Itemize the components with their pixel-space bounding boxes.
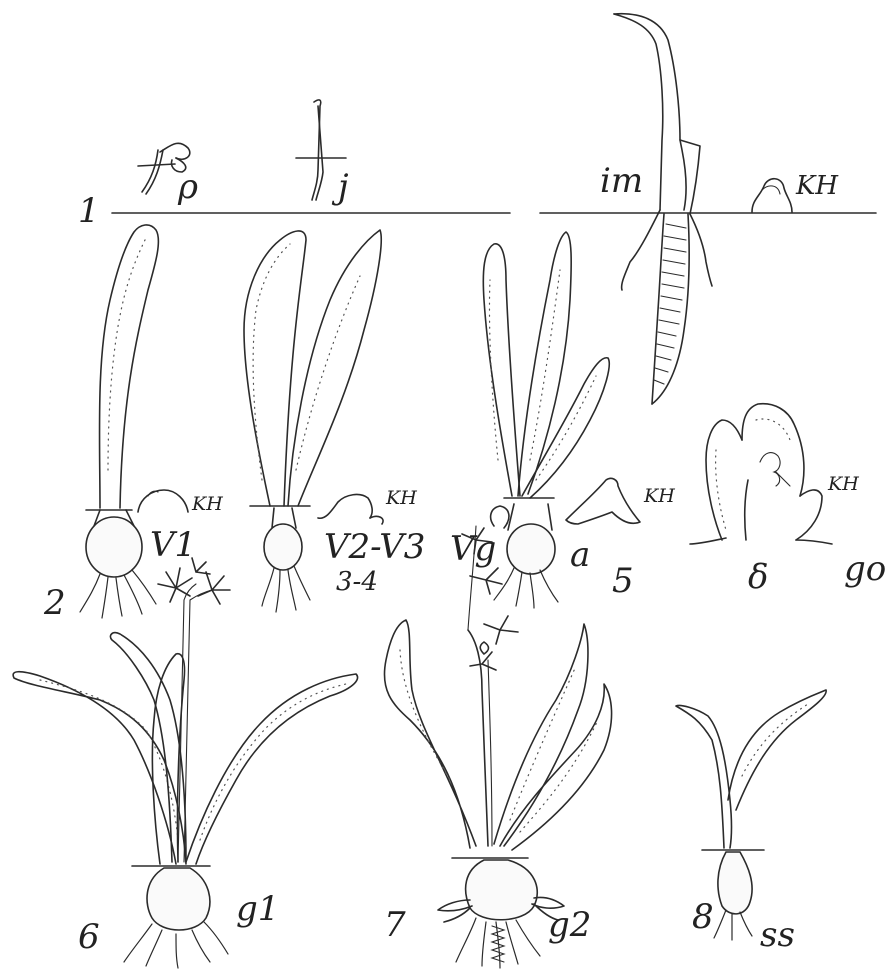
kh-label-3-4: KH	[385, 487, 417, 509]
seedling-p: ρ	[138, 143, 198, 207]
figure-7-plant: 7 g2	[384, 506, 612, 968]
figure-8-number: 8	[692, 897, 714, 937]
figure-2-plant: 2	[43, 225, 158, 623]
figure-2-number: 2	[43, 583, 66, 623]
figure-5-number: 5	[612, 561, 634, 601]
kh-label-delta: KH	[827, 473, 859, 495]
figure-3-4-kh: KH V2-V3 3-4	[318, 487, 425, 597]
figure-1-number: 1	[78, 191, 100, 231]
figure-7-number: 7	[384, 905, 406, 945]
stage-im-label: im	[600, 161, 643, 201]
figure-5-kh-delta: KH δ go	[690, 404, 886, 597]
kh-label-2: KH	[191, 493, 223, 515]
figure-2-kh: KH V1	[138, 490, 223, 565]
stage-j-label: j	[331, 167, 349, 207]
stage-p-label: ρ	[177, 167, 198, 207]
stage-go-label: go	[844, 549, 886, 589]
stage-g2-label: g2	[548, 905, 591, 945]
kh-label-row1: KH	[795, 171, 839, 201]
kh-sketch-row1: KH	[752, 171, 839, 212]
stage-g1-label: g1	[236, 889, 279, 929]
stage-v2-v3-label: V2-V3	[324, 527, 425, 567]
stage-v1-label: V1	[150, 525, 196, 565]
kh-label-a: KH	[643, 485, 675, 507]
stage-a-label: a	[570, 535, 590, 575]
row-1: 1 ρ j im	[78, 14, 876, 404]
figure-6-number: 6	[78, 917, 100, 957]
figure-3-4-number: 3-4	[336, 567, 378, 597]
stage-ss-label: ss	[760, 915, 795, 955]
stage-delta-label: δ	[748, 557, 768, 597]
seedling-j: j	[296, 100, 349, 207]
plant-im: im	[600, 14, 712, 404]
figure-5-plant: Vg 5	[450, 232, 634, 608]
figure-8-plant: 8 ss	[676, 690, 826, 955]
